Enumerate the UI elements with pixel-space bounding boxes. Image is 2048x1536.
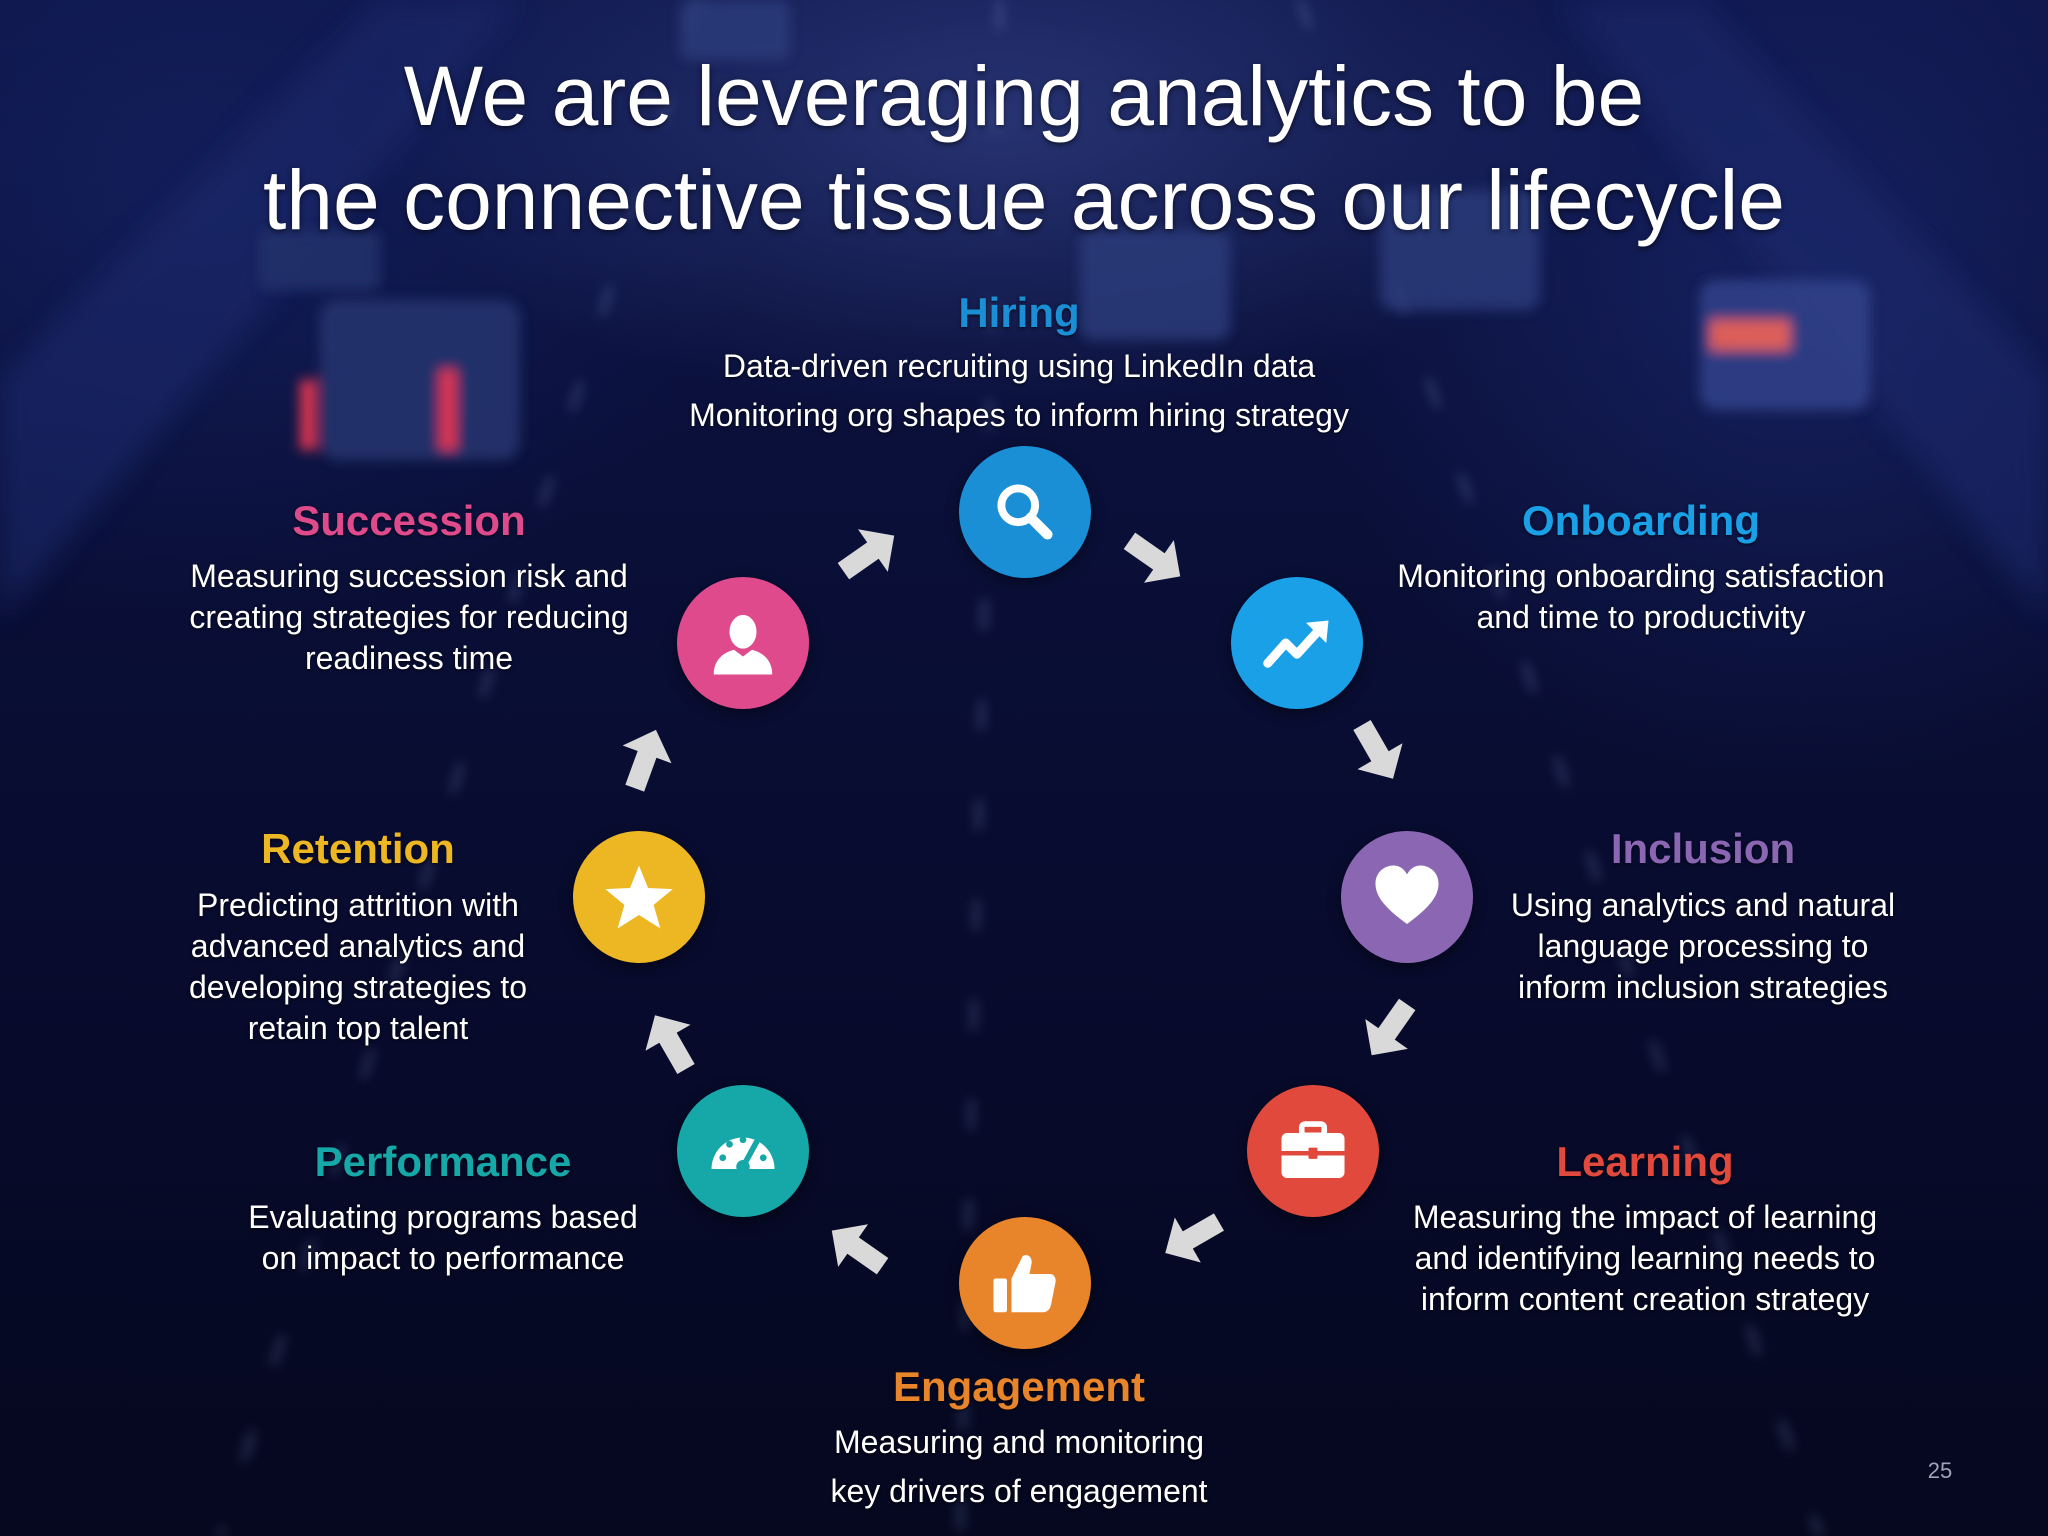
learning-node: [1247, 1085, 1379, 1217]
succession-node: [677, 577, 809, 709]
performance-node: [677, 1085, 809, 1217]
stage-description-performance: Evaluating programs based on impact to p…: [143, 1197, 743, 1279]
stage-description-hiring: Data-driven recruiting using LinkedIn da…: [619, 342, 1419, 440]
arrow-icon: [837, 529, 895, 580]
heart-icon: [1375, 865, 1439, 924]
onboarding-desc-line: Monitoring onboarding satisfaction: [1397, 558, 1885, 594]
engagement-desc-line: key drivers of engagement: [830, 1473, 1208, 1509]
stage-description-engagement: Measuring and monitoring key drivers of …: [719, 1418, 1319, 1516]
hiring-node: [959, 446, 1091, 578]
flow-arrow: [631, 1003, 711, 1083]
stage-label-inclusion: Inclusion: [1610, 825, 1796, 872]
arrow-icon: [1353, 720, 1403, 779]
flow-arrow: [1337, 711, 1417, 791]
inclusion-desc-line: Using analytics and natural: [1510, 887, 1896, 923]
arrow-icon: [1365, 998, 1416, 1056]
stage-label-learning: Learning: [1556, 1138, 1734, 1185]
retention-desc-line: advanced analytics and: [190, 928, 526, 964]
thumbs-up-icon: [993, 1255, 1056, 1313]
speedometer-icon: [711, 1136, 775, 1174]
performance-desc-line: Evaluating programs based: [248, 1199, 638, 1235]
flow-arrow: [1350, 989, 1430, 1069]
performance-desc-line: on impact to performance: [261, 1240, 625, 1276]
hiring-desc-line: Monitoring org shapes to inform hiring s…: [689, 397, 1349, 433]
stage-description-succession: Measuring succession risk and creating s…: [109, 556, 709, 679]
engagement-node: [959, 1217, 1091, 1349]
arrow-icon: [1165, 1213, 1224, 1263]
inclusion-node: [1341, 831, 1473, 963]
learning-desc-line: and identifying learning needs to: [1414, 1240, 1876, 1276]
learning-desc-line: inform content creation strategy: [1420, 1281, 1870, 1317]
flow-arrow: [1153, 1197, 1233, 1277]
learning-desc-line: Measuring the impact of learning: [1412, 1199, 1878, 1235]
stage-label-engagement: Engagement: [892, 1363, 1146, 1410]
person-icon: [713, 614, 773, 675]
stage-label-onboarding: Onboarding: [1522, 497, 1760, 544]
succession-desc-line: Measuring succession risk and: [190, 558, 628, 594]
page-number: 25: [1927, 1458, 1953, 1483]
engagement-desc-line: Measuring and monitoring: [834, 1424, 1204, 1460]
retention-desc-line: Predicting attrition with: [197, 887, 519, 923]
stage-label-retention: Retention: [261, 825, 455, 872]
trend-up-icon: [1263, 620, 1329, 668]
hiring-desc-line: Data-driven recruiting using LinkedIn da…: [722, 348, 1316, 384]
search-icon: [997, 484, 1053, 540]
flow-arrow: [828, 514, 908, 594]
slide-title-line-2: the connective tissue across our lifecyc…: [262, 153, 1786, 247]
inclusion-desc-line: inform inclusion strategies: [1518, 969, 1888, 1005]
retention-desc-line: retain top talent: [247, 1010, 469, 1046]
stage-description-onboarding: Monitoring onboarding satisfaction and t…: [1341, 556, 1941, 638]
stage-description-inclusion: Using analytics and natural language pro…: [1403, 885, 2003, 1008]
retention-node: [573, 831, 705, 963]
succession-desc-line: creating strategies for reducing: [189, 599, 629, 635]
arrow-icon: [1123, 532, 1181, 583]
arrow-icon: [645, 1015, 695, 1074]
star-icon: [605, 865, 673, 929]
onboarding-node: [1231, 577, 1363, 709]
stage-description-retention: Predicting attrition with advanced analy…: [58, 885, 658, 1049]
arrow-icon: [622, 729, 672, 792]
retention-desc-line: developing strategies to: [189, 969, 527, 1005]
arrow-icon: [831, 1224, 889, 1275]
slide-title-line-1: We are leveraging analytics to be: [403, 49, 1645, 143]
inclusion-desc-line: language processing to: [1537, 928, 1869, 964]
stage-label-hiring: Hiring: [958, 289, 1080, 336]
flow-arrow: [818, 1209, 898, 1289]
stage-description-learning: Measuring the impact of learning and ide…: [1345, 1197, 1945, 1320]
flow-arrow: [605, 720, 685, 800]
stage-label-succession: Succession: [292, 497, 526, 544]
succession-desc-line: readiness time: [304, 640, 514, 676]
stage-label-performance: Performance: [314, 1138, 572, 1185]
briefcase-icon: [1281, 1121, 1345, 1178]
flow-arrow: [1114, 518, 1194, 598]
onboarding-desc-line: and time to productivity: [1476, 599, 1806, 635]
